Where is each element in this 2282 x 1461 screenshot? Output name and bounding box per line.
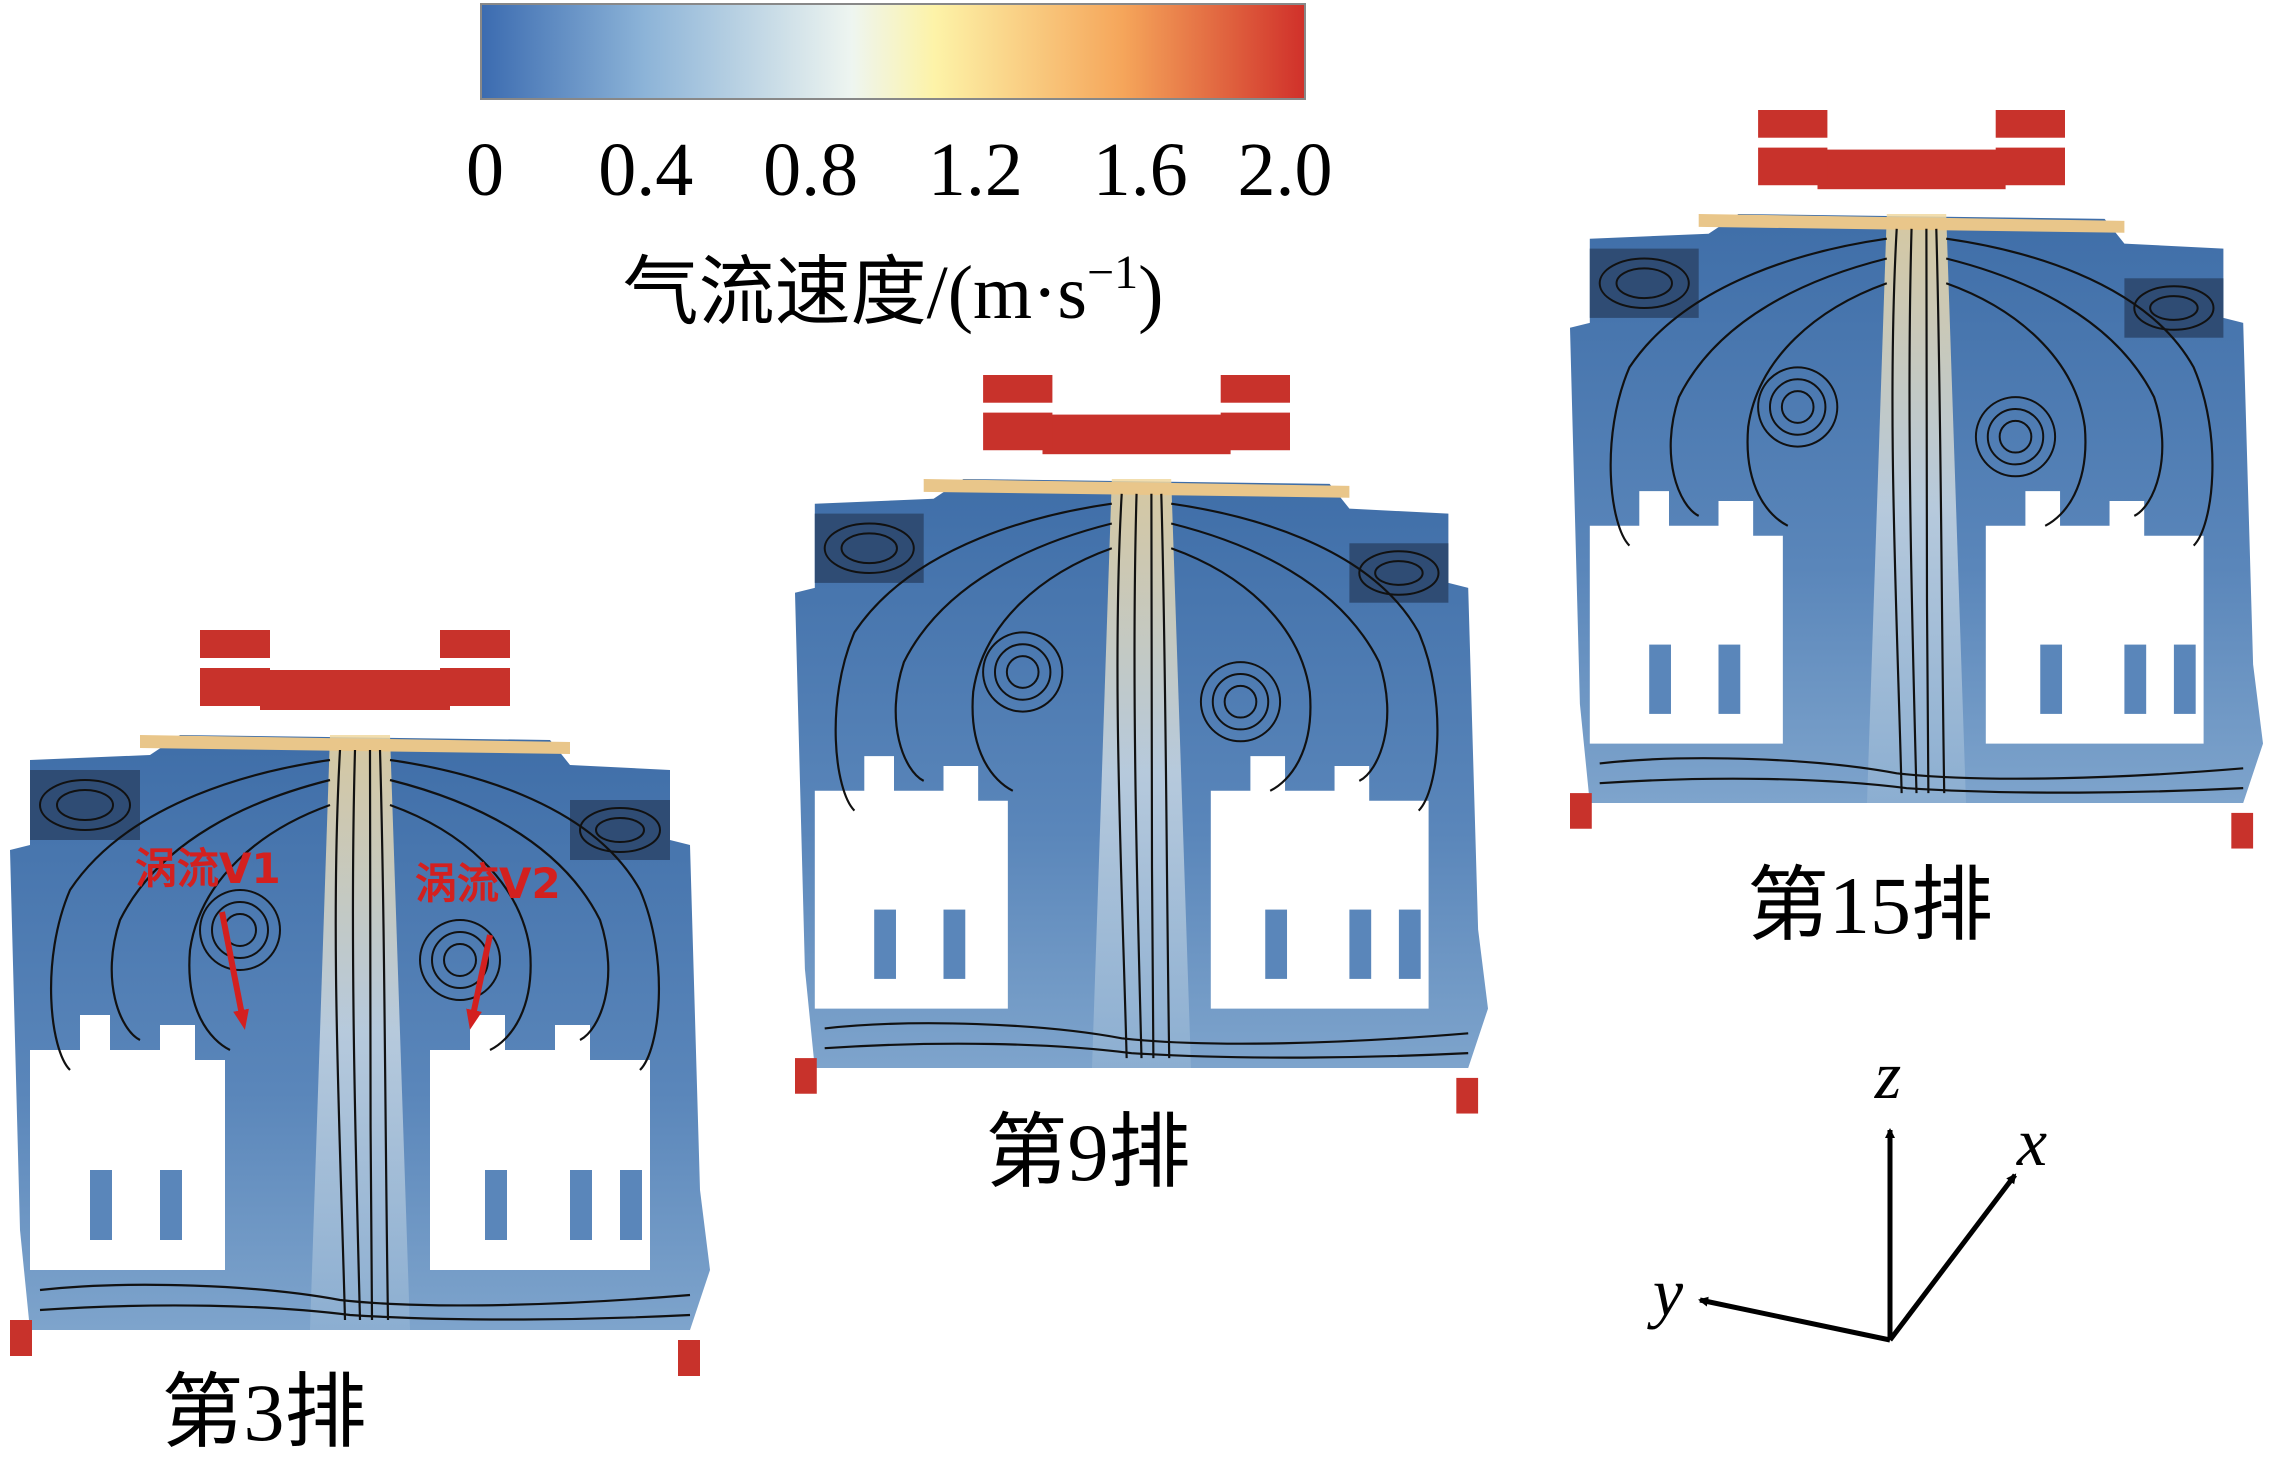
cabin-section-row3 — [8, 628, 712, 1378]
colorbar-tick: 1.6 — [1093, 128, 1188, 212]
panel-row15 — [1568, 108, 2265, 850]
colorbar-tick: 0.8 — [763, 128, 858, 212]
vortex-annotations: 涡流V1 涡流V2 — [135, 844, 561, 1030]
colorbar-ticks: 0 0.4 0.8 1.2 1.6 2.0 — [466, 128, 1333, 212]
cabin-section-row15 — [1568, 108, 2265, 850]
panel-label-row3: 第3排 — [161, 1367, 366, 1458]
colorbar-label: 气流速度/(m·s−1) — [623, 246, 1164, 335]
axes-labels: z x y — [1647, 1037, 2047, 1330]
cabin-section-row9 — [793, 373, 1490, 1115]
axis-y-line — [1698, 1296, 1891, 1343]
axes-triad — [1698, 1128, 2017, 1343]
colorbar-tick: 0 — [466, 128, 504, 212]
colorbar-tick: 0.4 — [598, 128, 693, 212]
axis-y-label: y — [1647, 1254, 1684, 1330]
axis-x-line — [1888, 1173, 2017, 1342]
axis-z-label: z — [1874, 1037, 1901, 1113]
panel-row9 — [793, 373, 1490, 1115]
panel-row3 — [8, 628, 712, 1378]
panel-label-row15: 第15排 — [1747, 860, 1993, 951]
axis-x-label: x — [2016, 1104, 2047, 1180]
annotation-vortex2: 涡流V2 — [415, 859, 561, 908]
annotation-vortex2-arrow — [466, 934, 493, 1030]
annotation-vortex1-arrow — [219, 911, 249, 1030]
annotation-vortex1: 涡流V1 — [135, 844, 281, 893]
colorbar-tick: 2.0 — [1238, 128, 1333, 212]
colorbar: 0 0.4 0.8 1.2 1.6 2.0 气流速度/(m·s−1) — [466, 3, 1333, 335]
colorbar-tick: 1.2 — [928, 128, 1023, 212]
panel-label-row9: 第9排 — [985, 1107, 1190, 1198]
colorbar-gradient — [480, 3, 1306, 100]
